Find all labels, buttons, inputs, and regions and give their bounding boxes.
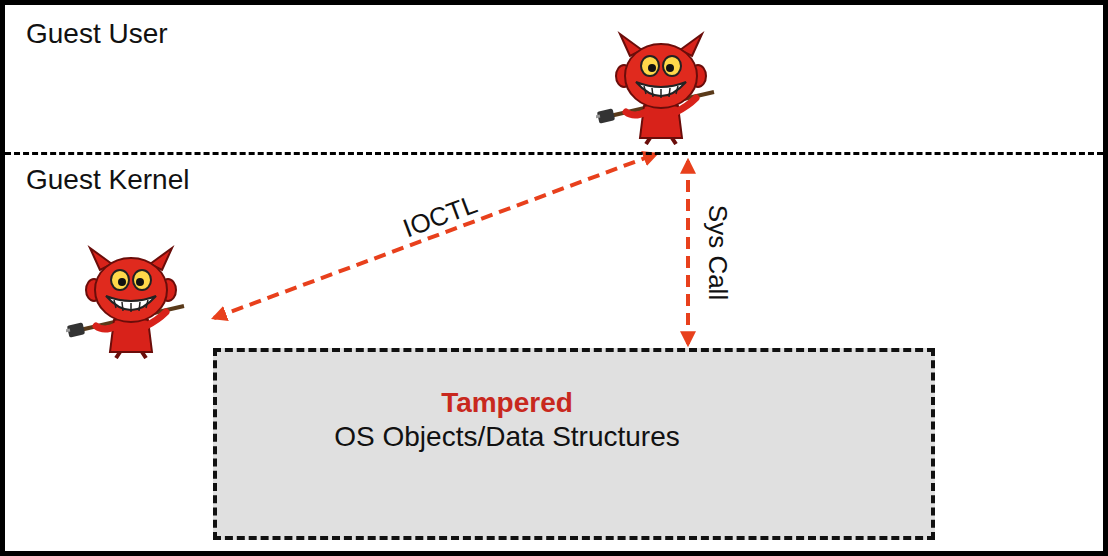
- arrow-label: IOCTL: [399, 188, 482, 244]
- syscall-arrow: [686, 161, 690, 344]
- attacker-devil: [60, 248, 184, 358]
- region-label: Guest User: [26, 17, 168, 51]
- ioctl-arrow: [214, 154, 656, 318]
- os-objects-box: TamperedOS Objects/Data Structures: [213, 348, 935, 540]
- outer-frame: [3, 3, 1106, 554]
- edge-label: Sys Call: [702, 205, 733, 300]
- guest-kernel-band: Guest KernelTamperedOS Objects/Data Stru…: [5, 155, 1103, 551]
- attacker-devil: [590, 34, 714, 144]
- box-heading: Tampered: [257, 386, 757, 420]
- text-group: TamperedOS Objects/Data Structures: [257, 386, 757, 453]
- box-text: OS Objects/Data Structures: [257, 420, 757, 454]
- region-label: Guest Kernel: [26, 163, 189, 197]
- guest-user-band: Guest User: [5, 5, 1103, 155]
